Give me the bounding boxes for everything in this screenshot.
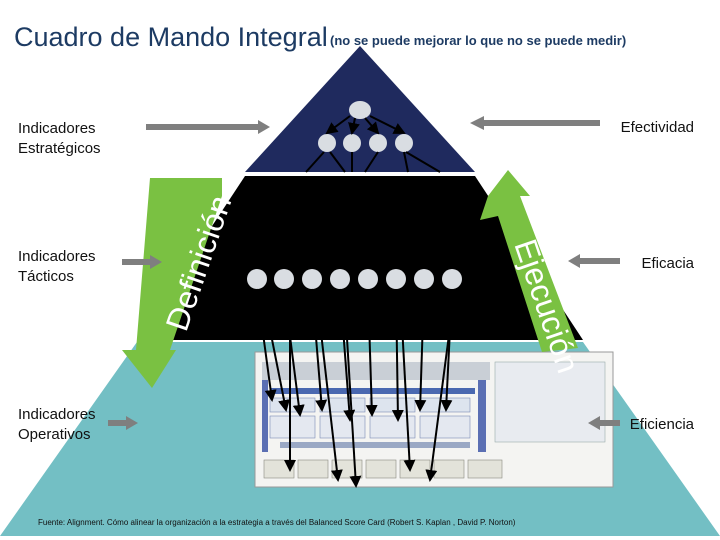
cascade-arrow: [425, 288, 456, 482]
cascade-arrow: [369, 115, 406, 134]
tactical-circle: [330, 269, 350, 289]
label-line: Indicadores: [18, 406, 96, 423]
cascade-arrow: [283, 288, 305, 417]
cascade-arrow: [414, 288, 427, 412]
pointer-arrow: [122, 255, 162, 269]
page-subtitle: (no se puede mejorar lo que no se puede …: [330, 33, 627, 48]
tactical-circle: [386, 269, 406, 289]
label-line: Operativos: [18, 426, 91, 443]
operational-indicators-label: Indicadores Operativos: [18, 405, 96, 445]
cascade-arrow: [343, 288, 362, 488]
strategic-circle: [369, 134, 387, 152]
label-line: Estratégicos: [18, 140, 101, 157]
strategic-circle: [395, 134, 413, 152]
cascade-arrow: [325, 115, 351, 135]
strategic-circle: [343, 134, 361, 152]
strategic-circle: [318, 134, 336, 152]
tactical-circle: [414, 269, 434, 289]
effectiveness-label: Efectividad: [620, 119, 694, 136]
cascade-arrow: [405, 151, 441, 173]
pointer-arrow: [568, 254, 620, 268]
pointer-arrow: [588, 416, 620, 430]
cascade-arrow: [261, 288, 290, 412]
strategic-indicators-label: Indicadores Estratégicos: [18, 119, 101, 159]
strategic-circles: [318, 134, 413, 152]
tactical-circle: [247, 269, 267, 289]
strategy-map-image: [254, 351, 614, 488]
cascade-arrow: [256, 288, 277, 402]
cascade-arrow: [329, 151, 346, 173]
efficacy-label: Eficacia: [641, 255, 694, 272]
cascade-arrow: [315, 288, 343, 482]
label-line: Indicadores: [18, 248, 96, 265]
tactical-circle: [302, 269, 322, 289]
label-line: Tácticos: [18, 268, 74, 285]
cascade-arrow: [391, 288, 404, 422]
cascade-arrow: [364, 151, 379, 173]
pointer-arrow: [146, 120, 270, 134]
source-footnote: Fuente: Alignment. Cómo alinear la organ…: [38, 518, 516, 527]
tactical-circle: [358, 269, 378, 289]
tactical-indicators-label: Indicadores Tácticos: [18, 247, 96, 287]
tactical-circle: [442, 269, 462, 289]
cascade-arrow: [339, 288, 356, 422]
tactical-circles: [247, 269, 462, 289]
cascade-arrow: [440, 288, 453, 412]
label-line: Indicadores: [18, 120, 96, 137]
cascade-arrow: [399, 288, 416, 472]
pointer-arrow: [108, 416, 138, 430]
tactical-circle: [274, 269, 294, 289]
cascade-arrow: [364, 117, 380, 135]
strategic-objective-circle: [349, 101, 371, 119]
cascade-arrow: [348, 117, 360, 135]
cascade-arrows: [305, 115, 441, 173]
page-title: Cuadro de Mando Integral: [14, 22, 328, 52]
cascade-arrow: [311, 288, 328, 412]
cascade-arrow: [305, 151, 325, 173]
pointer-arrow: [470, 116, 600, 130]
cascade-arrow: [365, 288, 378, 417]
pyramid-middle-tier: [137, 176, 583, 340]
side-pointer-arrows: [108, 116, 620, 430]
cascade-arrows-lower: [256, 288, 456, 488]
efficiency-label: Eficiencia: [629, 416, 694, 433]
cascade-arrow: [403, 151, 409, 173]
